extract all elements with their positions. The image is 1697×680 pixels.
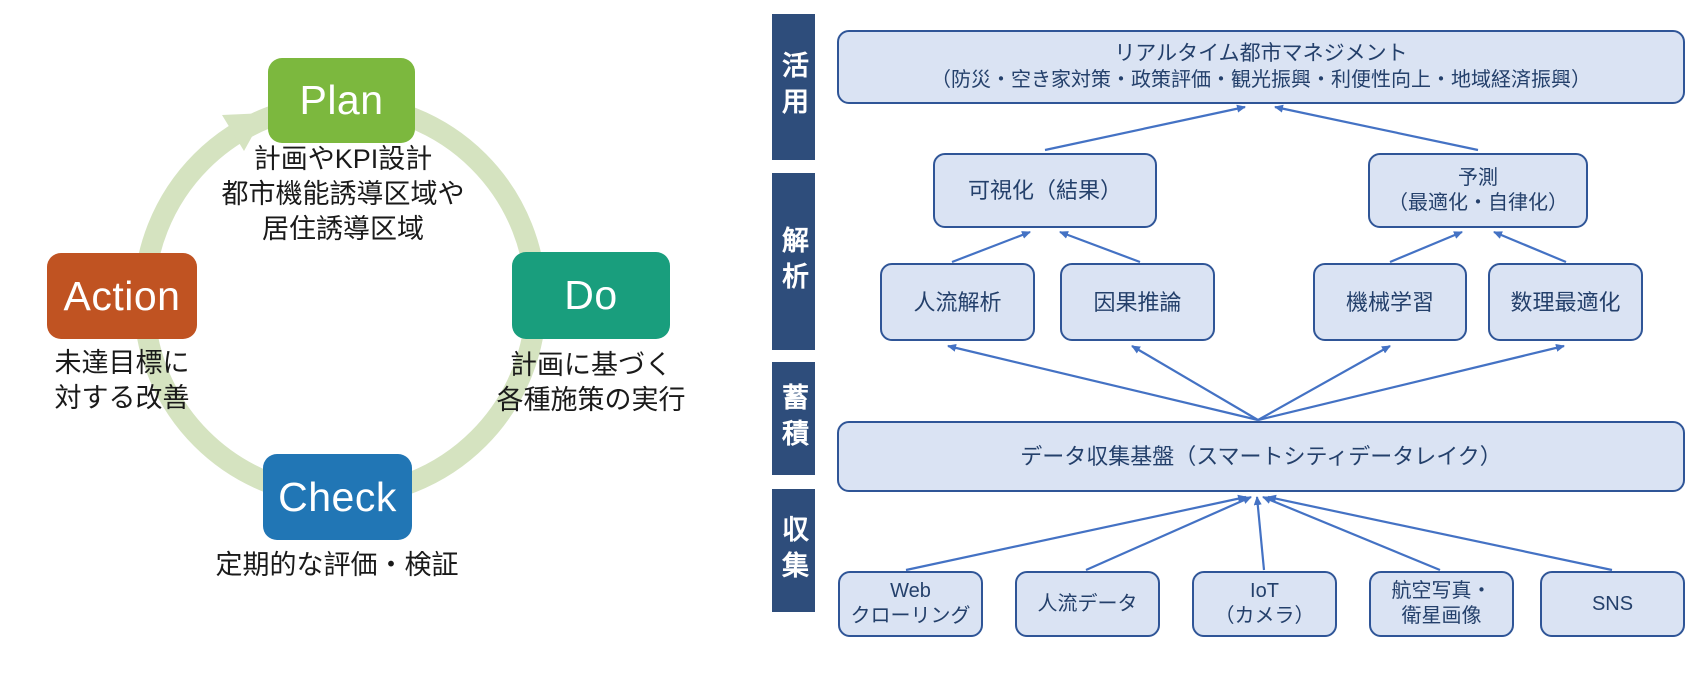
pdca-plan-description: 計画やKPI設計 都市機能誘導区域や 居住誘導区域 <box>168 142 518 247</box>
check-desc-line: 定期的な評価・検証 <box>215 550 459 580</box>
method-label: 因果推論 <box>1093 289 1182 315</box>
source-box-aerial-satellite-imagery: 航空写真・ 衛星画像 <box>1369 571 1514 637</box>
pdca-do-description: 計画に基づく 各種施策の実行 <box>441 348 741 418</box>
pdca-action-description: 未達目標に 対する改善 <box>0 346 244 416</box>
pdca-action-label: Action <box>63 272 181 319</box>
do-desc-line: 各種施策の実行 <box>496 385 686 415</box>
source-label: 航空写真・ <box>1391 580 1492 602</box>
plan-desc-line: 都市機能誘導区域や <box>221 179 465 209</box>
pdca-action-box: Action <box>47 253 197 339</box>
stage-bar-storage: 蓄積 <box>772 362 815 475</box>
stage-bar-utilization: 活用 <box>772 14 815 160</box>
do-desc-line: 計画に基づく <box>510 350 672 380</box>
data-lake-box: データ収集基盤（スマートシティデータレイク） <box>837 421 1685 492</box>
top-box-title: リアルタイム都市マネジメント <box>1114 42 1408 65</box>
method-label: 機械学習 <box>1345 289 1434 315</box>
stage-label: 蓄積 <box>778 382 808 455</box>
prediction-box: 予測 （最適化・自律化） <box>1368 153 1588 228</box>
source-box-people-flow-data: 人流データ <box>1015 571 1160 637</box>
source-label: （カメラ） <box>1214 605 1315 627</box>
method-label: 数理最適化 <box>1510 289 1621 315</box>
source-label: Web <box>890 580 931 602</box>
prediction-sublabel: （最適化・自律化） <box>1388 191 1568 214</box>
plan-desc-line: 居住誘導区域 <box>262 214 424 244</box>
pdca-plan-label: Plan <box>299 77 384 123</box>
prediction-label: 予測 <box>1458 166 1498 189</box>
stage-label: 活用 <box>778 51 808 123</box>
stage-bar-analysis: 解析 <box>772 173 815 350</box>
source-label: 人流データ <box>1037 592 1138 615</box>
method-box-people-flow-analysis: 人流解析 <box>880 263 1035 341</box>
source-label: クローリング <box>850 605 971 627</box>
stage-label: 解析 <box>778 225 808 298</box>
method-box-mathematical-optimization: 数理最適化 <box>1488 263 1643 341</box>
method-box-causal-inference: 因果推論 <box>1060 263 1215 341</box>
stage-bar-collection: 収集 <box>772 489 815 612</box>
pdca-do-label: Do <box>564 272 618 318</box>
top-box-subtitle: （防災・空き家対策・政策評価・観光振興・利便性向上・地域経済振興） <box>931 69 1591 91</box>
method-label: 人流解析 <box>913 289 1002 315</box>
action-desc-line: 対する改善 <box>54 383 190 413</box>
pdca-plan-box: Plan <box>268 58 415 143</box>
visualization-box: 可視化（結果） <box>933 153 1157 228</box>
method-box-machine-learning: 機械学習 <box>1313 263 1467 341</box>
realtime-city-management-box: リアルタイム都市マネジメント （防災・空き家対策・政策評価・観光振興・利便性向上… <box>837 30 1685 104</box>
pdca-check-label: Check <box>278 473 397 520</box>
source-box-web-crawling: Web クローリング <box>838 571 983 637</box>
pdca-do-box: Do <box>512 252 670 339</box>
plan-desc-line: 計画やKPI設計 <box>253 144 433 174</box>
source-label: IoT <box>1250 580 1279 602</box>
action-desc-line: 未達目標に <box>54 348 190 378</box>
pdca-check-description: 定期的な評価・検証 <box>187 548 487 583</box>
source-label: SNS <box>1591 592 1634 615</box>
visualization-label: 可視化（結果） <box>967 178 1122 203</box>
data-lake-label: データ収集基盤（スマートシティデータレイク） <box>1020 444 1502 469</box>
source-box-iot-camera: IoT （カメラ） <box>1192 571 1337 637</box>
pdca-check-box: Check <box>263 454 412 540</box>
source-box-sns: SNS <box>1540 571 1685 637</box>
stage-label: 収集 <box>778 514 808 587</box>
source-label: 衛星画像 <box>1401 605 1482 627</box>
